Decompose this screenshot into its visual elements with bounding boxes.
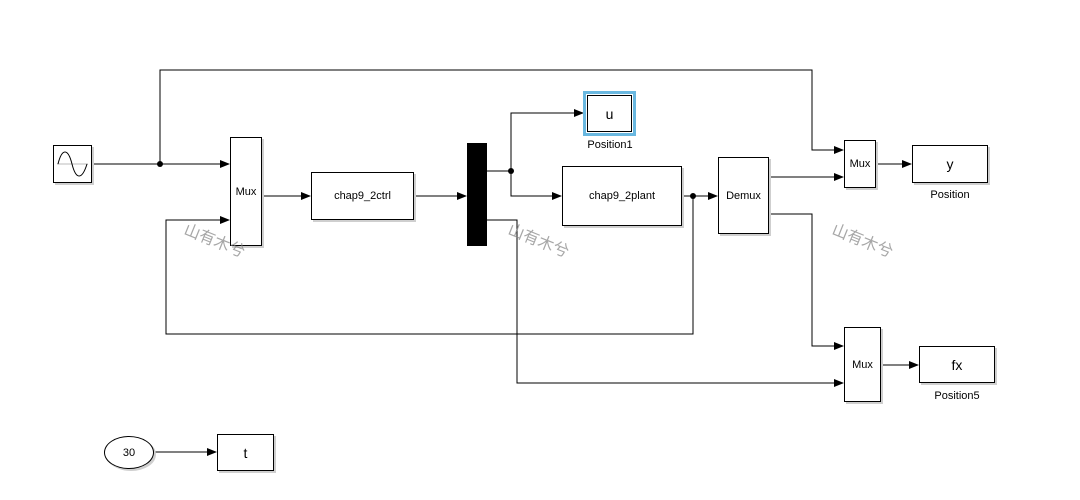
scope-y-label: y bbox=[946, 156, 954, 172]
branch-point bbox=[690, 193, 696, 199]
scope-t-label: t bbox=[243, 444, 248, 461]
line-bus-to-scope-u bbox=[487, 109, 584, 172]
scope-y-block[interactable]: y bbox=[912, 145, 988, 183]
scope-u-label: u bbox=[605, 105, 614, 122]
mux-block-input[interactable]: Mux bbox=[230, 137, 262, 246]
scope-u-caption: Position1 bbox=[587, 139, 633, 151]
scope-fx-block[interactable]: fx bbox=[919, 346, 995, 383]
demux-label: Demux bbox=[726, 189, 761, 202]
controller-block[interactable]: chap9_2ctrl bbox=[311, 172, 414, 220]
line-bus-to-plant bbox=[510, 171, 562, 200]
mux-block-fx[interactable]: Mux bbox=[844, 327, 881, 402]
mux-label: Mux bbox=[852, 358, 873, 371]
branch-point bbox=[508, 168, 514, 174]
branch-point bbox=[157, 161, 163, 167]
mux-block-position[interactable]: Mux bbox=[844, 140, 876, 188]
line-demux-to-mux3 bbox=[769, 213, 844, 350]
scope-y-caption: Position bbox=[930, 189, 970, 201]
mux-label: Mux bbox=[849, 158, 871, 170]
demux-block[interactable]: Demux bbox=[718, 157, 769, 234]
line-feedback-to-mux1 bbox=[165, 196, 694, 335]
constant-block[interactable]: 30 bbox=[104, 436, 154, 469]
constant-label: 30 bbox=[122, 446, 136, 459]
plant-label: chap9_2plant bbox=[588, 190, 656, 202]
sine-wave-icon bbox=[57, 151, 88, 177]
mux-label: Mux bbox=[235, 185, 257, 198]
plant-block[interactable]: chap9_2plant bbox=[562, 166, 682, 226]
line-bus-to-mux3 bbox=[487, 219, 844, 387]
scope-fx-caption: Position5 bbox=[934, 390, 980, 402]
demux-bar-block[interactable] bbox=[467, 143, 487, 246]
sine-wave-block[interactable] bbox=[53, 145, 92, 183]
scope-t-block[interactable]: t bbox=[217, 434, 274, 471]
controller-label: chap9_2ctrl bbox=[334, 190, 391, 202]
line-sine-to-mux2 bbox=[159, 69, 844, 164]
scope-fx-label: fx bbox=[951, 356, 963, 373]
scope-u-block[interactable]: u bbox=[583, 91, 636, 136]
